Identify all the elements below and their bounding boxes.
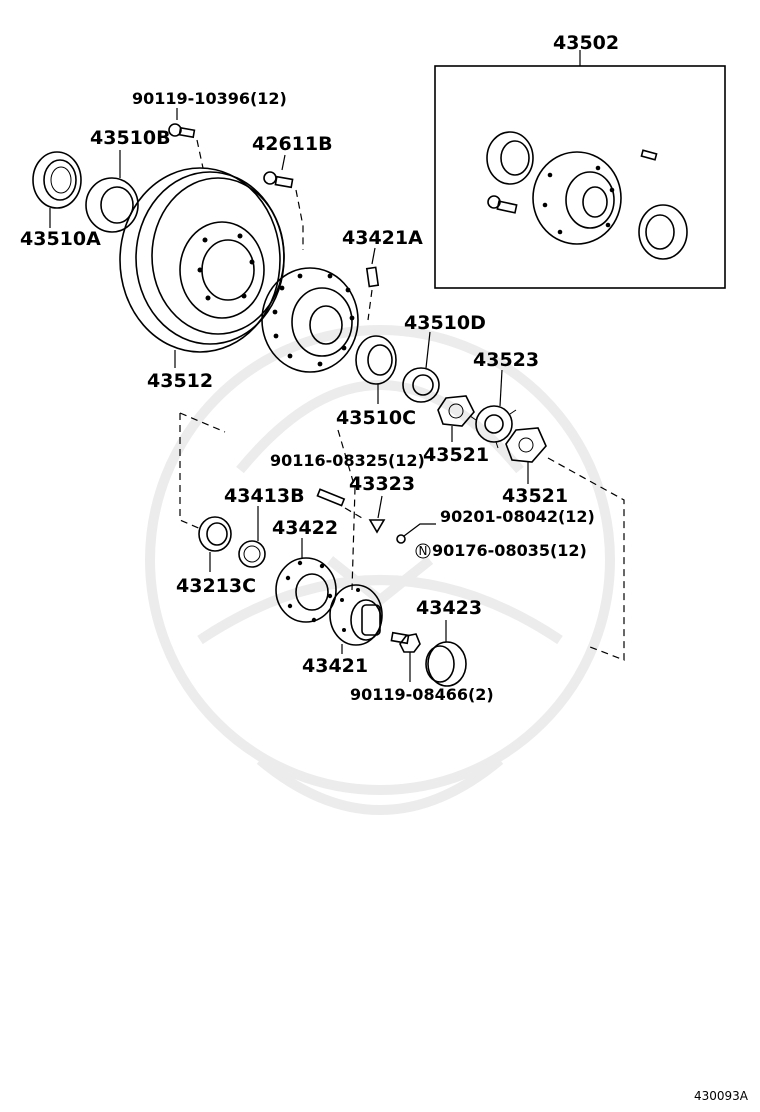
label-43423: 43423 (416, 597, 482, 619)
axle-hub (261, 267, 359, 373)
part-labels: 43502 90119-10396(12) 43510B 42611B 4351… (20, 32, 619, 704)
label-43510a: 43510A (20, 228, 101, 250)
gasket-43422 (275, 557, 337, 623)
snap-ring-43413b (238, 540, 266, 568)
new-part-marker: N (415, 543, 431, 559)
stud-bolt-90116-08325 (316, 488, 363, 519)
label-43502: 43502 (553, 32, 619, 54)
label-43523: 43523 (473, 349, 539, 371)
bolt-90119-10396 (168, 123, 204, 169)
nut-43521-upper (437, 395, 475, 427)
label-43510b: 43510B (90, 127, 171, 149)
stud-43421a (365, 266, 380, 321)
label-43512: 43512 (147, 370, 213, 392)
label-43521-upper: 43521 (423, 444, 489, 466)
label-90176-08035: 90176-08035(12) (432, 541, 587, 560)
bolt-90119-08466 (390, 631, 421, 653)
washer-43510d (402, 367, 440, 403)
oil-seal-43510a (32, 151, 82, 209)
label-43422: 43422 (272, 517, 338, 539)
label-43323: 43323 (349, 473, 415, 495)
hub-cap-43423 (425, 641, 467, 687)
label-42611b: 42611B (252, 133, 333, 155)
seal-43213c (198, 516, 232, 552)
lock-washer-43523 (469, 405, 517, 449)
label-43510d: 43510D (404, 312, 486, 334)
new-part-marker-letter: N (419, 544, 428, 558)
nut-43521-lower (505, 427, 547, 463)
assembly-dashed-lines (179, 412, 625, 661)
bearing-43510c (355, 335, 397, 385)
label-43421: 43421 (302, 655, 368, 677)
bearing-43510b (85, 177, 139, 233)
label-90201-08042: 90201-08042(12) (440, 507, 595, 526)
label-90119-10396: 90119-10396(12) (132, 89, 287, 108)
brake-disc-43512 (119, 167, 285, 353)
label-43510c: 43510C (336, 407, 416, 429)
washer-90201-08042 (396, 534, 406, 544)
label-90119-08466: 90119-08466(2) (350, 685, 494, 704)
diagram-code: 430093A (694, 1089, 749, 1103)
flange-43421 (329, 584, 383, 646)
hub-bolt-42611b (263, 171, 304, 250)
label-90116-08325: 90116-08325(12) (270, 451, 425, 470)
hub-kit-box (434, 50, 726, 289)
label-43421a: 43421A (342, 227, 423, 249)
leader-lines (49, 108, 529, 682)
watermark-emblem (145, 325, 615, 815)
cone-43323 (368, 519, 386, 534)
label-43521-lower: 43521 (502, 485, 568, 507)
label-43413b: 43413B (224, 485, 305, 507)
label-43213c: 43213C (176, 575, 256, 597)
